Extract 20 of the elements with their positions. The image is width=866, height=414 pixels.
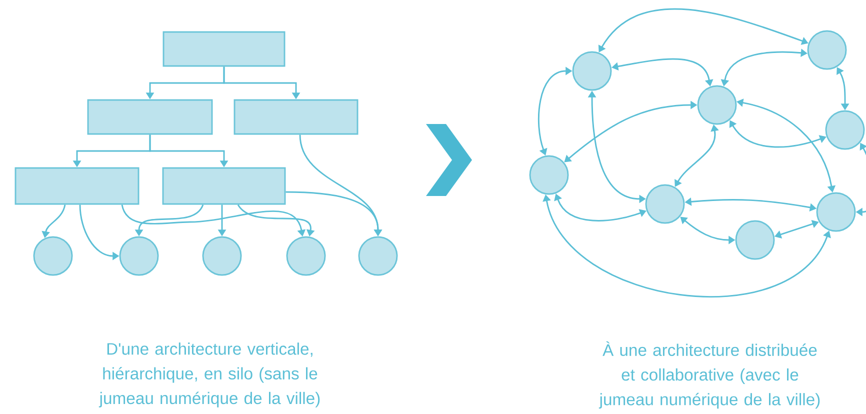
box-node bbox=[162, 167, 286, 205]
circle-node bbox=[825, 110, 865, 150]
circle-node bbox=[286, 236, 326, 276]
box-node bbox=[14, 167, 140, 205]
circle-node bbox=[33, 236, 73, 276]
circle-node bbox=[645, 184, 685, 224]
circle-node bbox=[119, 236, 159, 276]
circle-node bbox=[816, 192, 856, 232]
caption: D'une architecture verticale, hiérarchique, en silo (sans le jumeau numérique de la ville) bbox=[98, 342, 320, 408]
box-node bbox=[162, 31, 286, 67]
caption: À une architecture distribuée et collaborative (avec le jumeau numérique de la ville) bbox=[598, 341, 820, 409]
circle-node bbox=[358, 236, 398, 276]
circle-node bbox=[807, 30, 847, 70]
circle-node bbox=[735, 220, 775, 260]
circle-node bbox=[697, 85, 737, 125]
circle-node bbox=[529, 155, 569, 195]
circle-node bbox=[572, 51, 612, 91]
box-node bbox=[87, 99, 213, 135]
box-node bbox=[234, 99, 358, 135]
circle-node bbox=[202, 236, 242, 276]
